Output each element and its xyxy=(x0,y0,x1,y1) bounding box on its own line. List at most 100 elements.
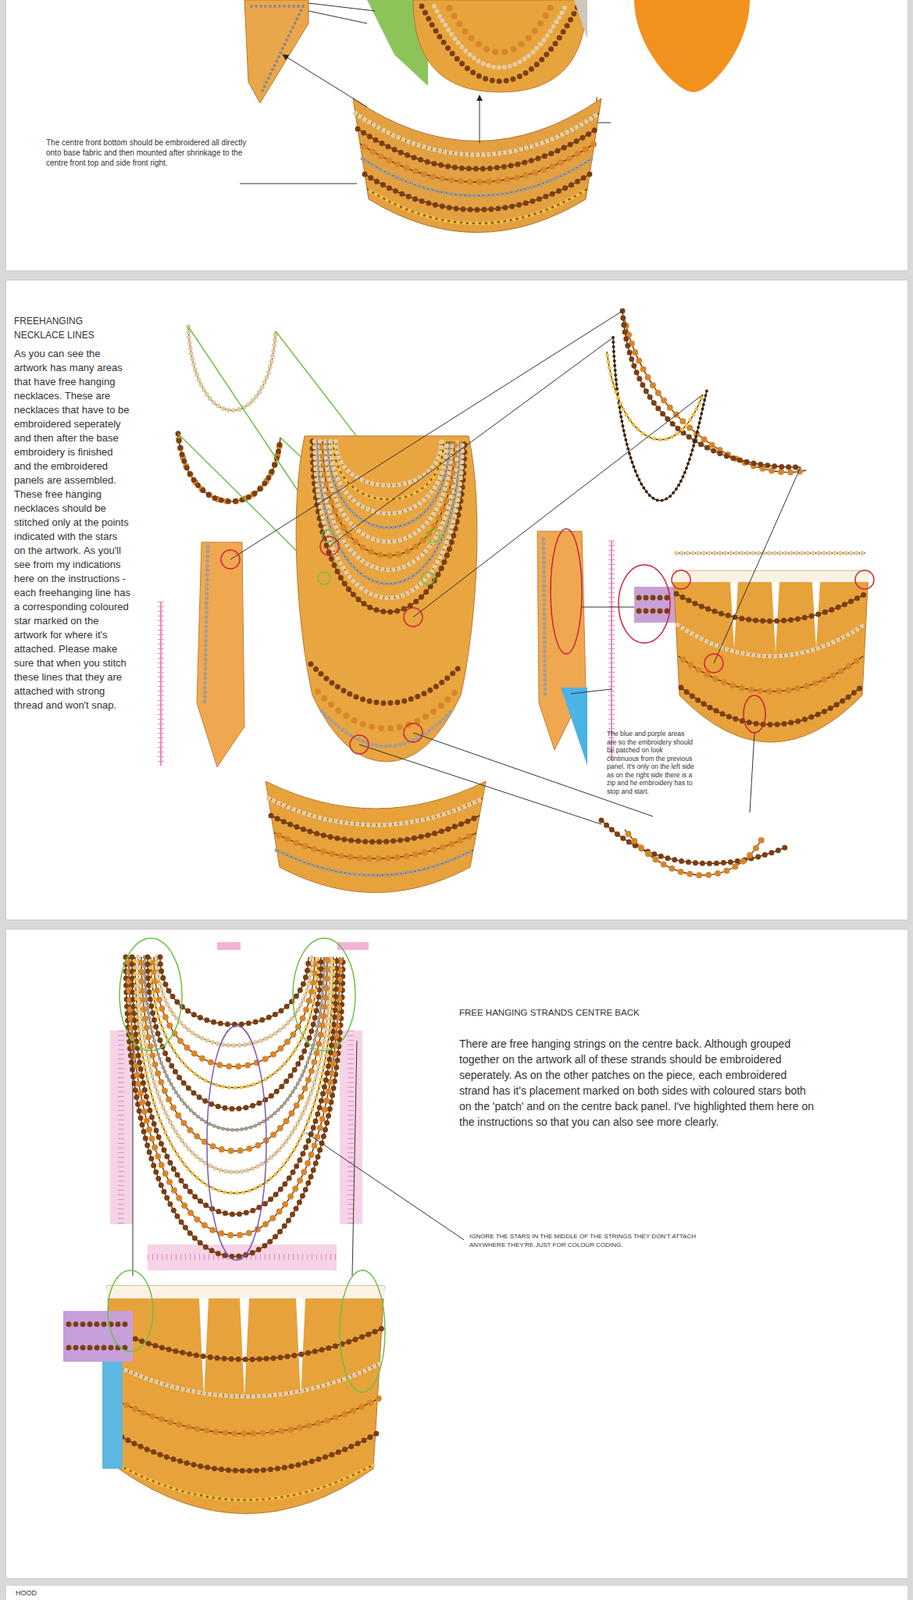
necklace-illustration xyxy=(333,441,444,500)
necklace-illustration xyxy=(310,663,463,703)
necklace-illustration xyxy=(317,441,460,584)
necklace-illustration xyxy=(608,540,615,760)
centre-front-pieces xyxy=(596,96,611,123)
centre-front-pieces xyxy=(251,6,304,93)
necklace-illustration xyxy=(196,542,245,767)
centre-back-illustration xyxy=(292,937,356,1051)
centre-back-illustration xyxy=(109,1327,383,1359)
necklace-illustration xyxy=(188,326,329,536)
necklace-illustration xyxy=(624,320,807,473)
necklace-illustration xyxy=(312,441,465,612)
centre-back-illustration xyxy=(110,1362,382,1397)
necklace-illustration xyxy=(676,593,866,621)
centre-front-pieces xyxy=(355,113,600,155)
necklace-illustration xyxy=(673,570,869,582)
centre-front-pieces xyxy=(634,0,750,93)
centre-front-pieces xyxy=(574,0,588,40)
section-label: HOOD xyxy=(15,1588,110,1598)
necklace-illustration xyxy=(624,829,762,875)
necklace-illustration xyxy=(329,337,614,546)
necklace-illustration xyxy=(320,536,339,556)
centre-back-illustration xyxy=(141,956,328,1151)
necklace-illustration xyxy=(606,351,703,440)
necklace-illustration xyxy=(320,441,457,570)
necklace-illustration xyxy=(676,552,866,553)
necklace-illustration xyxy=(321,710,452,746)
centre-back-illustration xyxy=(156,956,312,1045)
necklace-illustration xyxy=(749,732,755,813)
centre-front-pieces xyxy=(308,10,368,24)
necklace-illustration xyxy=(330,441,447,514)
centre-back-illustration xyxy=(138,956,331,1172)
necklace-illustration xyxy=(560,687,588,766)
centre-front-pieces xyxy=(362,158,593,197)
centre-back-illustration xyxy=(147,956,321,1109)
centre-back-illustration xyxy=(106,1285,385,1514)
necklace-illustration xyxy=(321,529,335,543)
necklace-illustration xyxy=(312,441,465,612)
centre-back-illustration xyxy=(147,1244,337,1270)
centre-back-illustration xyxy=(150,956,318,1088)
centre-front-pieces xyxy=(367,0,428,86)
centre-back-illustration xyxy=(138,956,331,1172)
necklace-illustration xyxy=(313,687,460,729)
centre-back-illustration xyxy=(117,1030,125,1224)
instruction-panel: FREEHANGING NECKLACE LINESAs you can see… xyxy=(6,280,908,920)
necklace-illustration xyxy=(160,601,162,766)
necklace-illustration xyxy=(678,656,864,692)
necklace-illustration xyxy=(581,606,635,608)
body-text: As you can see the artwork has many area… xyxy=(14,346,132,713)
necklace-illustration xyxy=(274,832,477,859)
necklace-illustration xyxy=(403,607,423,627)
centre-back-illustration xyxy=(132,1040,134,1276)
centre-front-pieces xyxy=(239,0,750,233)
centre-front-pieces xyxy=(244,0,309,104)
necklace-illustration xyxy=(618,564,671,643)
necklace-illustration xyxy=(713,467,801,664)
centre-front-pieces xyxy=(367,189,588,224)
centre-front-pieces xyxy=(357,128,597,169)
centre-back-illustration xyxy=(68,1323,129,1348)
necklace-illustration xyxy=(624,320,807,473)
centre-back-illustration xyxy=(113,1398,379,1434)
centre-back-illustration xyxy=(118,1464,374,1500)
centre-front-pieces xyxy=(362,158,593,197)
centre-back-illustration xyxy=(102,1361,123,1469)
centre-front-pieces xyxy=(446,3,553,53)
panel-heading: FREE HANGING STRANDS CENTRE BACK xyxy=(459,1006,850,1019)
necklace-illustration xyxy=(274,832,477,859)
necklace-illustration xyxy=(265,781,486,893)
necklace-illustration xyxy=(271,815,480,842)
necklace-illustration xyxy=(317,571,331,585)
necklace-illustration xyxy=(421,571,435,585)
necklace-illustration xyxy=(276,849,474,876)
centre-front-pieces xyxy=(413,0,587,93)
centre-front-pieces xyxy=(353,98,602,233)
centre-back-illustration xyxy=(160,956,309,1024)
necklace-illustration xyxy=(610,540,613,760)
centre-back-illustration xyxy=(110,1362,382,1397)
necklace-illustration xyxy=(188,326,276,411)
centre-back-illustration xyxy=(352,1040,357,1276)
necklace-illustration xyxy=(678,656,864,692)
necklace-illustration xyxy=(677,624,864,657)
necklace-illustration xyxy=(676,550,866,556)
necklace-illustration xyxy=(271,815,480,842)
necklace-illustration xyxy=(296,435,478,762)
necklace-illustration xyxy=(268,798,483,825)
necklace-illustration xyxy=(427,529,440,543)
necklace-illustration xyxy=(403,723,423,742)
necklace-illustration xyxy=(204,546,208,703)
centre-back-illustration xyxy=(119,937,182,1051)
necklace-illustration xyxy=(677,624,864,657)
centre-front-pieces xyxy=(421,6,578,82)
necklace-illustration xyxy=(606,351,703,440)
centre-back-illustration xyxy=(125,956,343,1256)
necklace-illustration xyxy=(601,820,785,864)
centre-front-pieces xyxy=(367,189,588,224)
necklace-illustration xyxy=(704,653,724,673)
centre-back-illustration xyxy=(337,941,369,950)
centre-back-illustration xyxy=(141,956,328,1151)
centre-front-pieces xyxy=(364,174,590,211)
